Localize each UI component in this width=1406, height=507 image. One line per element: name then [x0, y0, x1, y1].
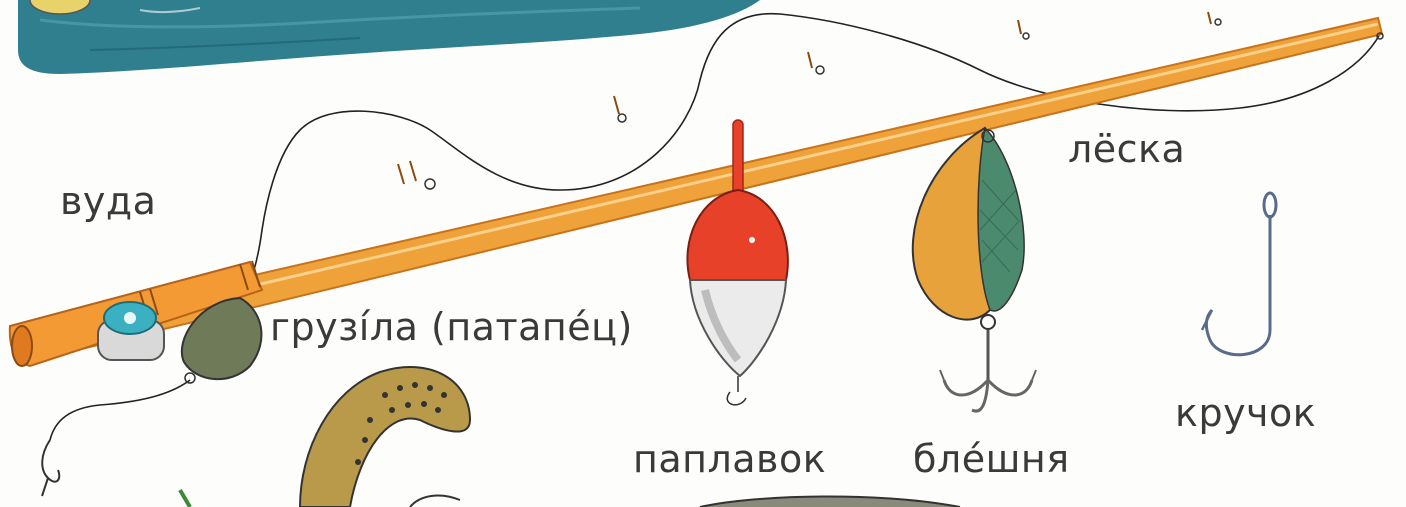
label-line: лёска: [1068, 130, 1185, 168]
water-illustration: [18, 0, 760, 74]
label-spoon: блéшня: [913, 440, 1070, 478]
reel-illustration: [98, 302, 164, 360]
small-hook-illustration: [42, 440, 59, 496]
creature-illustration: [180, 367, 960, 507]
label-hook: кручок: [1175, 394, 1316, 432]
label-sinker: грузíла (патапéц): [270, 308, 633, 346]
label-rod: вуда: [60, 182, 156, 220]
label-float: паплавок: [633, 440, 826, 478]
spoon-lure-illustration: [913, 128, 1036, 411]
hook-illustration: [1202, 193, 1276, 355]
